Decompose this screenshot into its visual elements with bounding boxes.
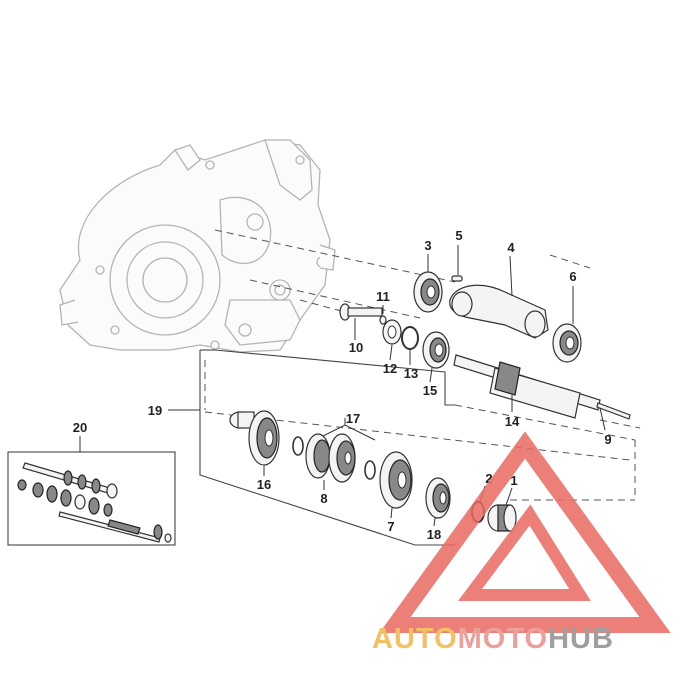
crankcase <box>59 139 336 353</box>
callout-2: 2 <box>485 471 492 486</box>
callout-18: 18 <box>427 527 441 542</box>
part-10-bolt <box>339 303 383 340</box>
part-7-gear <box>379 451 413 519</box>
callout-10: 10 <box>349 340 363 355</box>
part-8-gear <box>305 433 356 490</box>
part-15-bearing <box>422 331 450 383</box>
part-1-bearing <box>487 487 517 532</box>
watermark-triangle-icon <box>379 431 671 633</box>
callout-20: 20 <box>73 420 87 435</box>
callout-6: 6 <box>569 269 576 284</box>
part-5-pin <box>451 245 463 282</box>
part-ring-left <box>292 436 304 456</box>
part-16-gear <box>229 410 280 476</box>
callout-12: 12 <box>383 361 397 376</box>
callout-labels: 1 2 3 4 5 6 7 8 9 10 11 12 13 14 15 16 1… <box>73 228 612 542</box>
watermark-text-moto: MOTO <box>458 623 548 655</box>
callout-9: 9 <box>604 432 611 447</box>
part-9-leader <box>599 407 606 431</box>
callout-13: 13 <box>404 366 418 381</box>
callout-15: 15 <box>423 383 437 398</box>
part-14-shaft <box>453 354 631 420</box>
callout-4: 4 <box>507 240 515 255</box>
watermark-text-hub: HUB <box>548 623 614 655</box>
part-6-bearing <box>552 286 582 363</box>
part-3-bearing <box>413 254 443 313</box>
callout-19: 19 <box>148 403 162 418</box>
part-11-pin <box>379 305 387 325</box>
callout-3: 3 <box>424 238 431 253</box>
group-bracket-19 <box>168 349 455 546</box>
callout-8: 8 <box>320 491 327 506</box>
watermark-inner-triangle-icon <box>458 504 591 601</box>
inset-assembly-20 <box>7 436 176 546</box>
part-4-bracket <box>449 255 549 339</box>
group-bracket-17 <box>314 418 376 441</box>
callout-5: 5 <box>455 228 462 243</box>
svg-text:AUTOMOTOHUB: AUTOMOTOHUB <box>372 623 614 655</box>
part-ring-mid <box>364 460 376 480</box>
part-13-circlip <box>401 326 419 365</box>
watermark-logo: AUTOMOTOHUB <box>372 431 671 655</box>
callout-11: 11 <box>376 289 390 304</box>
callout-17: 17 <box>346 411 360 426</box>
callout-14: 14 <box>505 414 520 429</box>
part-12-washer <box>382 319 402 361</box>
callout-1: 1 <box>510 473 517 488</box>
callout-7: 7 <box>387 519 394 534</box>
part-18-gear <box>425 477 451 527</box>
callout-16: 16 <box>257 477 271 492</box>
watermark-text-auto: AUTO <box>372 623 458 655</box>
